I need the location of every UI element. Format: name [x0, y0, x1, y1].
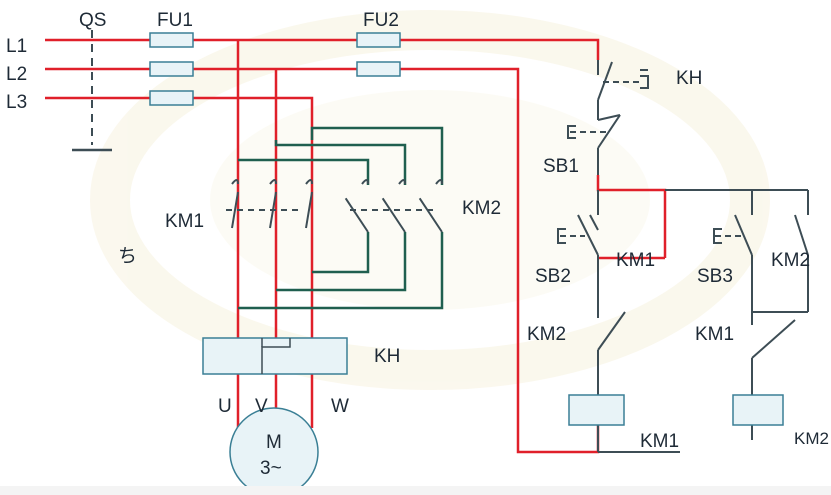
- label-KM2-main: KM2: [462, 198, 501, 219]
- label-FU2: FU2: [363, 10, 399, 31]
- label-KM2-interlock: KM2: [527, 324, 566, 345]
- label-FU1: FU1: [157, 10, 193, 31]
- label-SB2: SB2: [535, 266, 571, 287]
- label-SB1: SB1: [543, 156, 579, 177]
- label-stray-mark: ち: [118, 246, 137, 267]
- label-motor-phase: 3~: [260, 458, 282, 479]
- label-V: V: [255, 396, 268, 417]
- switch-QS: [72, 30, 112, 152]
- fuse-FU1: [149, 32, 194, 106]
- label-KH-relay: KH: [374, 346, 400, 367]
- coil-KM1: [568, 394, 625, 426]
- label-KM1-interlock: KM1: [695, 324, 734, 345]
- label-L2: L2: [6, 64, 27, 85]
- watermark: [90, 10, 770, 390]
- label-U: U: [218, 396, 232, 417]
- motor: [229, 407, 319, 495]
- coil-KM2: [732, 394, 784, 426]
- label-KM2-hold: KM2: [771, 250, 810, 271]
- label-W: W: [331, 396, 349, 417]
- label-SB3: SB3: [697, 266, 733, 287]
- reversing-wiring: [238, 126, 444, 310]
- label-KM1-coil: KM1: [640, 431, 679, 452]
- thermal-relay-KH: [202, 337, 348, 375]
- label-KM1-hold: KM1: [616, 250, 655, 271]
- label-QS: QS: [79, 10, 106, 31]
- label-KM1-main: KM1: [165, 211, 204, 232]
- label-KM2-coil: KM2: [794, 429, 829, 448]
- label-KH-contact: KH: [676, 68, 702, 89]
- contacts-KM2: [344, 179, 443, 233]
- label-L1: L1: [6, 36, 27, 57]
- label-motor-M: M: [266, 432, 282, 453]
- bottom-edge: [0, 486, 831, 495]
- contacts-KM1: [226, 179, 313, 229]
- fuse-FU2: [356, 32, 401, 77]
- label-L3: L3: [6, 92, 27, 113]
- control-wiring: [557, 60, 809, 453]
